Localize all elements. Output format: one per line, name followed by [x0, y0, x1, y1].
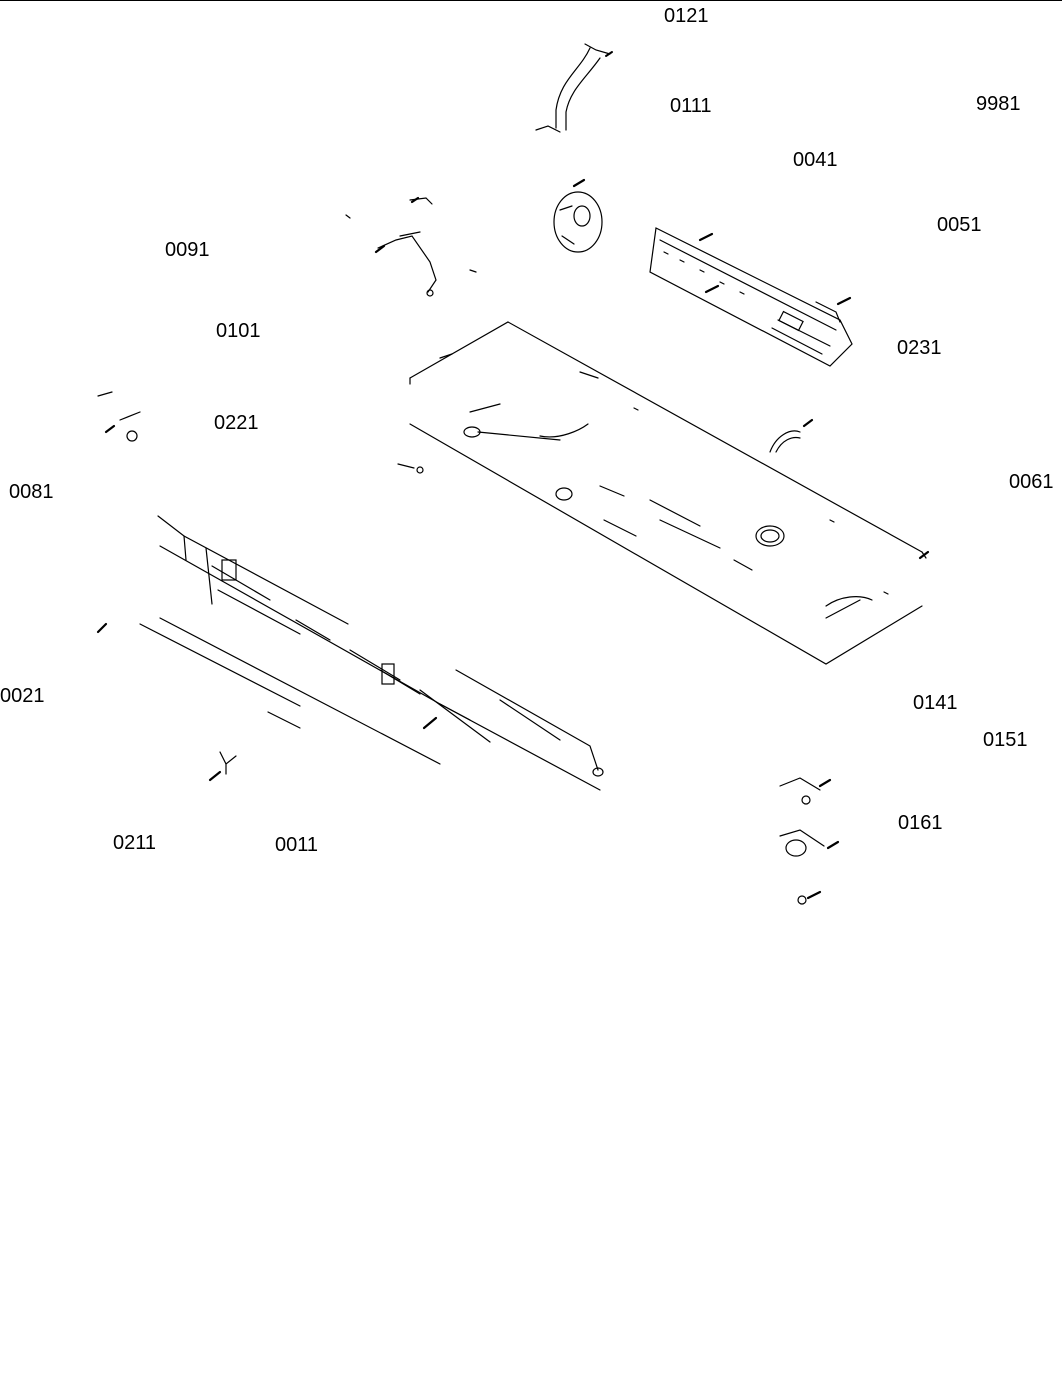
part-0021-trim-strip — [139, 617, 441, 765]
callout-0101: 0101 — [216, 320, 261, 342]
page-top-rule — [0, 0, 1062, 1]
callout-0121: 0121 — [664, 5, 709, 27]
part-screw — [397, 463, 424, 474]
part-wire-hook — [769, 418, 814, 453]
callout-9981: 9981 — [976, 93, 1021, 115]
callout-0011: 0011 — [275, 834, 319, 856]
callout-0041: 0041 — [793, 149, 838, 171]
callout-0111: 0111 — [670, 95, 712, 117]
callout-0061: 0061 — [1009, 471, 1054, 493]
callout-0081: 0081 — [9, 481, 54, 503]
part-0111-knob — [553, 178, 603, 253]
part-0161-screw — [797, 890, 822, 905]
callout-0221: 0221 — [214, 412, 259, 434]
part-0091-bracket — [345, 196, 477, 297]
callout-0161: 0161 — [898, 812, 943, 834]
callout-0051: 0051 — [937, 214, 982, 236]
part-base-plate — [409, 321, 930, 665]
callout-0021: 0021 — [0, 685, 45, 707]
part-0151-hardware — [779, 829, 840, 857]
part-0121-wire — [535, 43, 613, 133]
callout-0091: 0091 — [165, 239, 210, 261]
part-0011-front-panel — [96, 515, 604, 791]
part-0221-clip — [97, 391, 141, 442]
part-0141-hardware — [779, 777, 832, 805]
part-0041-upper-panel — [649, 227, 853, 367]
callout-0211: 0211 — [113, 832, 157, 854]
callout-0231: 0231 — [897, 337, 942, 359]
callout-0151: 0151 — [983, 729, 1028, 751]
part-0211-foot — [208, 751, 237, 782]
callout-0141: 0141 — [913, 692, 958, 714]
